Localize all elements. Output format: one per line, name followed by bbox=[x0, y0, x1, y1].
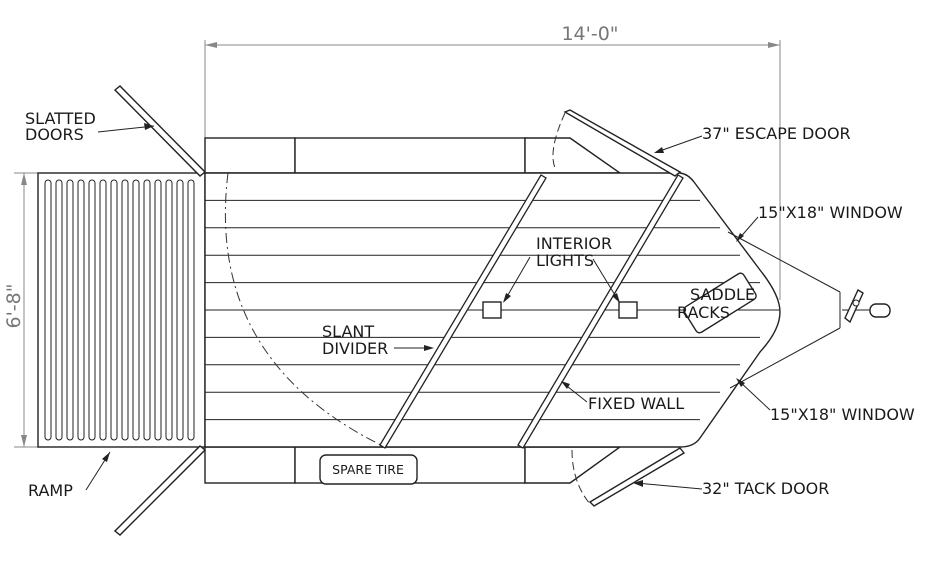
slatted-door-top bbox=[113, 85, 207, 177]
escape-door bbox=[552, 109, 682, 177]
interior-lights-label-line2: LIGHTS bbox=[536, 251, 594, 270]
ramp-slat bbox=[110, 179, 118, 441]
spare-tire: SPARE TIRE bbox=[319, 454, 418, 485]
slatted-doors-label-line1: SLATTED bbox=[25, 109, 96, 128]
callouts: SLATTED DOORS RAMP SLANT DIVIDER INTERIO… bbox=[25, 109, 915, 500]
interior-lights-label-line1: INTERIOR bbox=[536, 234, 612, 253]
fixed-wall-label: FIXED WALL bbox=[588, 394, 684, 413]
rear-ramp bbox=[37, 172, 206, 448]
ramp-slat bbox=[154, 179, 162, 441]
width-dimension: 6'-8" bbox=[3, 172, 38, 448]
window-top-label: 15"X18" WINDOW bbox=[758, 203, 903, 222]
slant-divider-label-line1: SLANT bbox=[322, 322, 374, 341]
width-dimension-label: 6'-8" bbox=[3, 284, 25, 329]
ramp-slat bbox=[44, 179, 52, 441]
ramp-slat bbox=[187, 179, 195, 441]
spare-tire-label: SPARE TIRE bbox=[332, 462, 404, 477]
ramp-slat bbox=[55, 179, 63, 441]
tack-door bbox=[571, 447, 686, 507]
slant-divider-label-line2: DIVIDER bbox=[322, 339, 388, 358]
ramp-slat bbox=[99, 179, 107, 441]
fixed-wall bbox=[517, 174, 684, 449]
ramp-slat bbox=[88, 179, 96, 441]
callout-leaders bbox=[85, 123, 771, 491]
window-bottom-label: 15"X18" WINDOW bbox=[770, 405, 915, 424]
ramp-slat bbox=[66, 179, 74, 441]
saddle-racks-label-line1: SADDLE bbox=[690, 285, 755, 304]
slatted-doors-label-line2: DOORS bbox=[25, 125, 84, 144]
ramp-slat bbox=[176, 179, 184, 441]
saddle-racks-label-line2: RACKS bbox=[677, 303, 730, 322]
length-dimension: 14'-0" bbox=[204, 23, 781, 300]
ramp-slat bbox=[143, 179, 151, 441]
escape-door-label: 37" ESCAPE DOOR bbox=[702, 124, 851, 143]
ramp-slat bbox=[132, 179, 140, 441]
interior-light-left bbox=[482, 301, 502, 319]
hitch-tongue bbox=[727, 231, 891, 389]
ramp-slat bbox=[77, 179, 85, 441]
saddle-racks bbox=[683, 272, 757, 334]
ramp-slat bbox=[121, 179, 129, 441]
tack-door-label: 32" TACK DOOR bbox=[702, 479, 829, 498]
ramp-label: RAMP bbox=[28, 481, 73, 500]
interior-light-right bbox=[618, 301, 638, 319]
ramp-slat bbox=[165, 179, 173, 441]
slatted-door-bottom bbox=[113, 445, 207, 536]
slant-divider bbox=[379, 174, 547, 449]
length-dimension-label: 14'-0" bbox=[561, 23, 618, 45]
